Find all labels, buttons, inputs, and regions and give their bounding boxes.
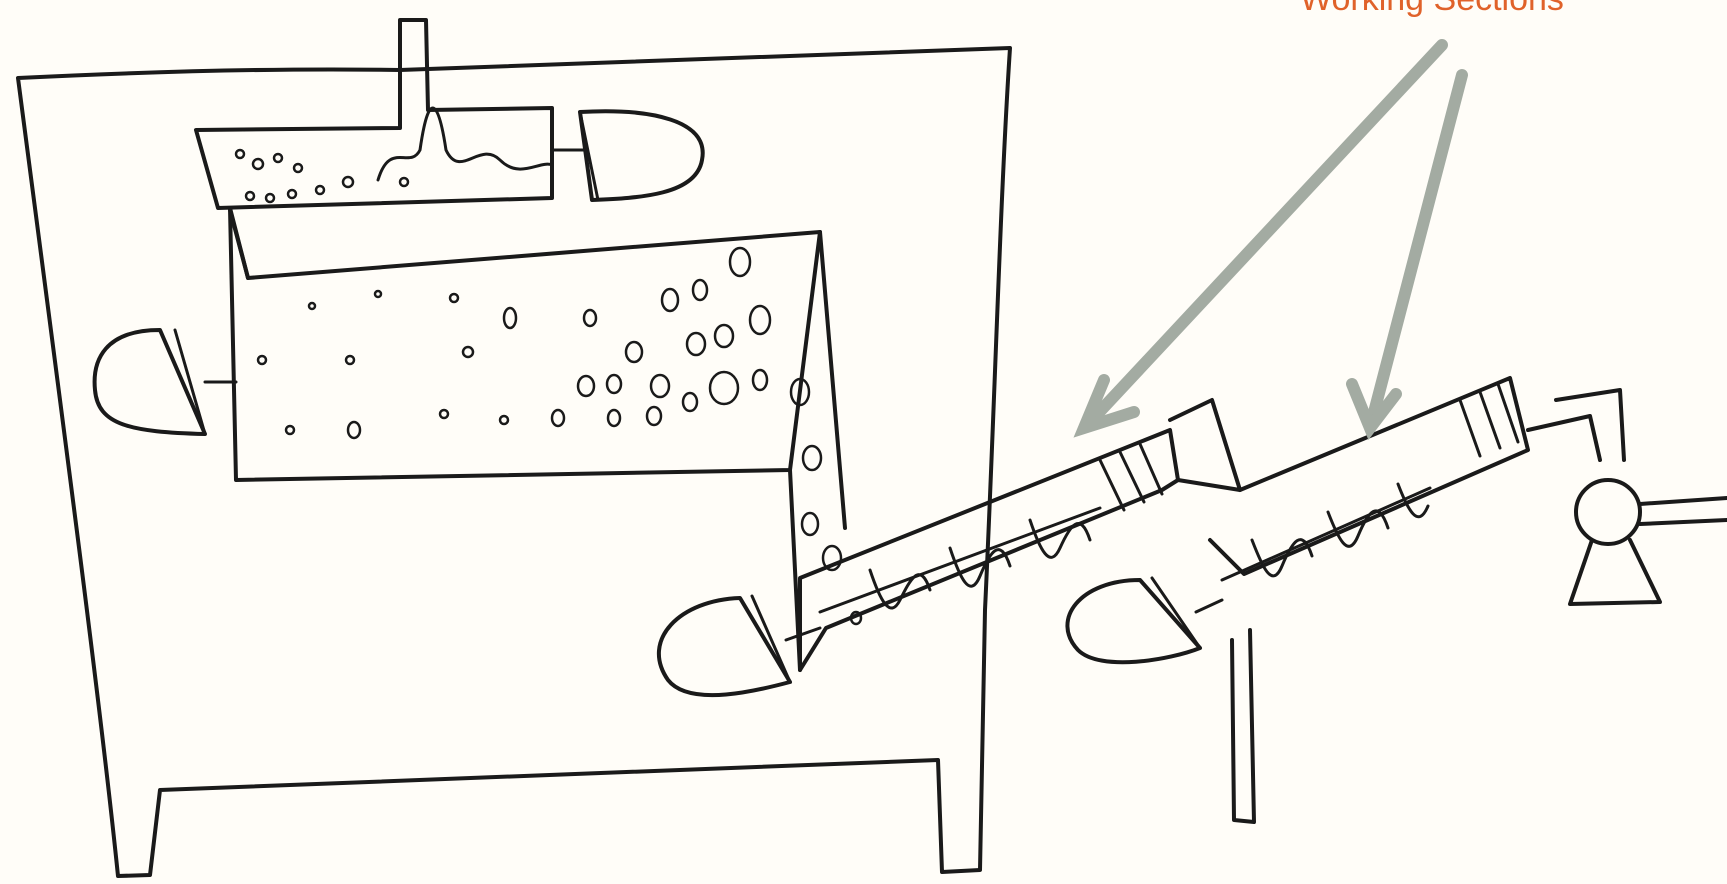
screw-flights-1 bbox=[820, 508, 1100, 612]
callout-arrows bbox=[1084, 45, 1462, 428]
granules-upper bbox=[236, 150, 408, 202]
arrow-icon bbox=[1372, 75, 1462, 420]
granules-middle bbox=[258, 248, 809, 438]
screw-flights-2 bbox=[1222, 484, 1430, 580]
melt-wave bbox=[378, 108, 552, 180]
machine-housing bbox=[18, 48, 1010, 876]
outlet-pipe bbox=[1528, 390, 1624, 460]
upper-chamber bbox=[196, 20, 552, 208]
second-screw-barrel bbox=[1210, 378, 1528, 574]
machine-legs bbox=[1232, 630, 1254, 822]
granules-chute bbox=[802, 446, 861, 624]
outlet-pump bbox=[1576, 480, 1640, 544]
motor-upper bbox=[580, 111, 703, 200]
callout-label: Working Sections bbox=[1300, 0, 1564, 19]
motor-screw-1 bbox=[659, 598, 790, 695]
